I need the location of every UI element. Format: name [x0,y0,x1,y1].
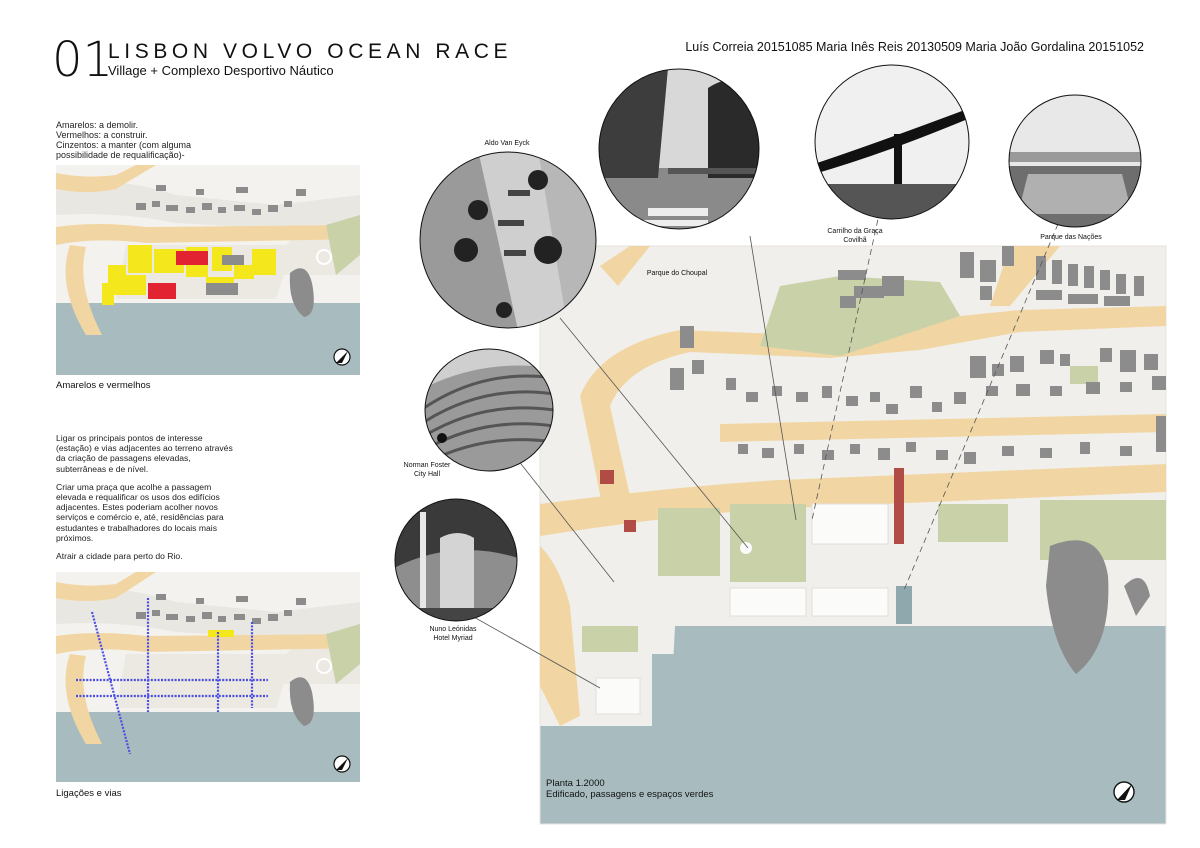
legend-grey-cont: possibilidade de requalificação)- [56,150,185,160]
photo-parque-nacoes [1008,94,1142,228]
project-subtitle: Village + Complexo Desportivo Náutico [108,63,334,78]
strategy-p1: Ligar os principais pontos de interesse … [56,433,233,474]
photo-hotel-myriad [394,498,518,622]
plan-caption: Planta 1.2000 Edificado, passagens e esp… [546,778,713,800]
label-nacoes: Parque das Nações [1040,234,1102,241]
strategy-p2: Criar uma praça que acolhe a passagem el… [56,481,224,543]
color-legend: Amarelos: a demolir. Vermelhos: a constr… [56,120,246,160]
photo-carrilho-graca [814,64,970,220]
label-choupal: Parque do Choupal [646,270,708,277]
label-carrilho-1: Carrilho da Graça [827,228,883,235]
map2-caption: Ligações e vias [56,788,122,799]
map-connections [56,572,360,782]
label-carrilho-2: Covilhã [843,237,867,244]
project-title: LISBON VOLVO OCEAN RACE [108,40,513,63]
legend-red: Vermelhos: a construir. [56,130,148,140]
strategy-text: Ligar os principais pontos de interesse … [56,433,236,569]
photo-city-hall [424,348,554,472]
label-foster-1: Norman Foster [403,462,451,469]
label-aldo: Aldo Van Eyck [484,140,530,147]
label-nuno-1: Nuno Leónidas [429,626,477,633]
north-arrow-icon [333,348,351,366]
map-demolish-construct [56,165,360,375]
plan-scale: Planta 1.2000 [546,778,605,789]
photo-aldo-van-eyck [419,151,597,329]
sheet-number: 01 [52,32,114,88]
north-arrow-icon [1113,781,1135,803]
legend-yellow: Amarelos: a demolir. [56,120,139,130]
label-nuno-2: Hotel Myriad [433,635,473,642]
authors: Luís Correia 20151085 Maria Inês Reis 20… [685,40,1144,54]
label-foster-2: City Hall [413,471,441,478]
north-arrow-icon [333,755,351,773]
site-plan [539,245,1167,825]
legend-grey: Cinzentos: a manter (com alguma [56,140,192,150]
photo-parque-choupal [598,68,760,230]
map1-caption: Amarelos e vermelhos [56,380,151,391]
strategy-p3: Atrair a cidade para perto do Rio. [56,551,183,562]
plan-description: Edificado, passagens e espaços verdes [546,789,714,800]
